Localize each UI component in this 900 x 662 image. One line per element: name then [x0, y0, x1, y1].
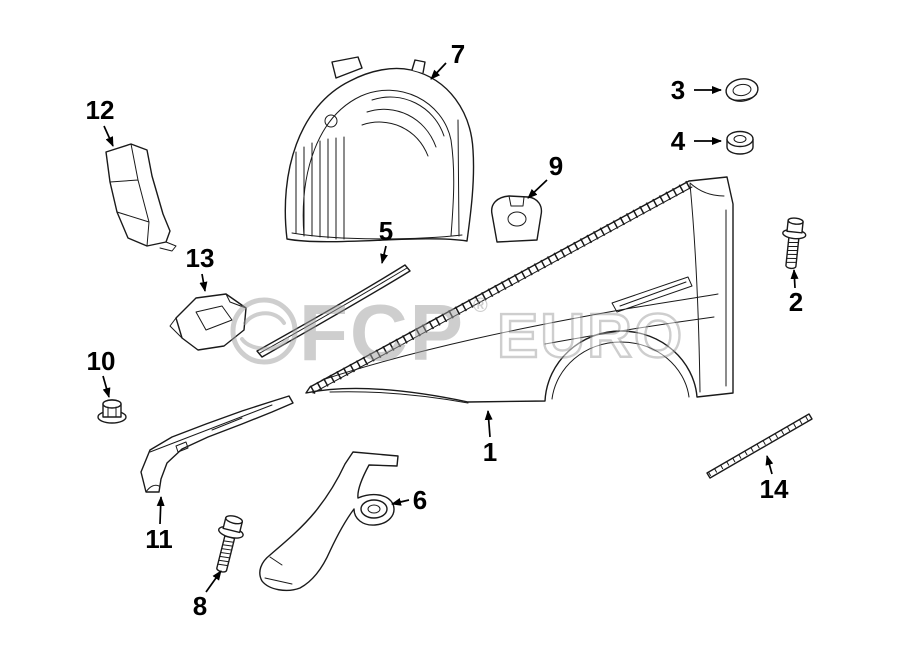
callout-number-8: 8 [192, 591, 208, 621]
callout-arrows [102, 62, 799, 593]
liner-inner-rim [291, 89, 463, 240]
callout-number-13: 13 [185, 243, 215, 273]
liner-ribs [295, 96, 445, 240]
fender-part [305, 176, 734, 404]
fender-hood-flange [309, 180, 693, 394]
callout-number-10: 10 [86, 346, 116, 376]
bolt8-head-top [225, 515, 244, 525]
grommet-part [725, 78, 759, 102]
callout-number-9: 9 [548, 151, 564, 181]
fender-outline [305, 176, 734, 403]
callout-number-11: 11 [145, 524, 173, 554]
watermark-registered-mark: ® [473, 295, 488, 317]
fcp-euro-watermark: FCP ® EURO [230, 288, 684, 377]
bolt2-threads [785, 241, 799, 263]
callout-number-1: 1 [482, 437, 498, 467]
callout-arrow-10 [102, 375, 111, 398]
nut10-top [102, 399, 122, 409]
callout-arrow-13 [199, 273, 208, 292]
fcp-euro-logo-waves [240, 311, 289, 351]
callout-arrow-1 [484, 410, 493, 438]
bolt2-head-top [787, 217, 804, 225]
liner-top-tab [331, 56, 426, 79]
rail11-details [145, 404, 273, 493]
strip5-midline [259, 267, 408, 354]
callout-number-12: 12 [85, 95, 115, 125]
callout-arrow-7 [430, 62, 447, 80]
bracket12-folds [109, 143, 177, 252]
grommet-inner [732, 83, 752, 97]
bracket6-hole [367, 504, 381, 514]
callout-arrow-11 [156, 496, 165, 525]
callout-arrow-5 [380, 245, 388, 264]
callout-arrow-6 [391, 498, 410, 506]
clip9-outline [490, 195, 543, 243]
clip9-notch [508, 195, 525, 207]
nut4-hole [733, 135, 747, 143]
watermark-fcp-text: FCP [299, 288, 465, 377]
callout-number-6: 6 [412, 485, 428, 515]
bolt-part-2 [782, 217, 807, 270]
bracket6-outline [259, 451, 399, 592]
callout-number-4: 4 [670, 126, 686, 156]
callout-number-2: 2 [788, 287, 804, 317]
callout-arrow-12 [103, 125, 114, 147]
liner-hole [324, 114, 338, 128]
callout-number-7: 7 [450, 39, 466, 69]
bracket13-outline [175, 293, 247, 351]
callout-arrow-8 [205, 570, 222, 593]
support-rail-part [140, 395, 294, 493]
splash-shield-bracket-part [105, 143, 177, 252]
flange-nut-part [97, 399, 127, 424]
fender-support-bracket-part [259, 451, 399, 592]
fender-detail-lines [321, 182, 727, 404]
bracket6-details [264, 556, 293, 585]
bolt2-shank [785, 236, 800, 270]
watermark-euro-text: EURO [497, 302, 684, 371]
rail11-outline [140, 395, 294, 493]
nut10-facets [107, 406, 117, 418]
grommet-shade [728, 93, 758, 101]
nut4-top [726, 130, 754, 148]
bolt8-threads [217, 540, 235, 567]
mounting-bracket-part [169, 293, 247, 351]
bracket13-details [169, 293, 247, 339]
callout-arrow-14 [765, 455, 774, 475]
bolt8-shank [216, 535, 236, 573]
callout-arrow-9 [527, 179, 548, 199]
grommet-outer [725, 78, 759, 102]
clip9-hole [507, 211, 527, 227]
bolt-part-8 [216, 515, 244, 573]
fcp-euro-logo-icon [230, 297, 298, 365]
seal-strip-part [706, 413, 813, 479]
wheel-arch-liner-part [284, 56, 475, 243]
callout-number-5: 5 [378, 216, 394, 246]
callout-arrow-2 [790, 269, 799, 289]
callout-number-3: 3 [670, 75, 686, 105]
bracket6-boss [360, 499, 388, 519]
liner-outline [284, 67, 475, 243]
push-nut-part [726, 130, 754, 155]
clip-bracket-part [490, 195, 543, 243]
bracket12-outline [105, 143, 171, 247]
callout-number-14: 14 [759, 474, 789, 504]
